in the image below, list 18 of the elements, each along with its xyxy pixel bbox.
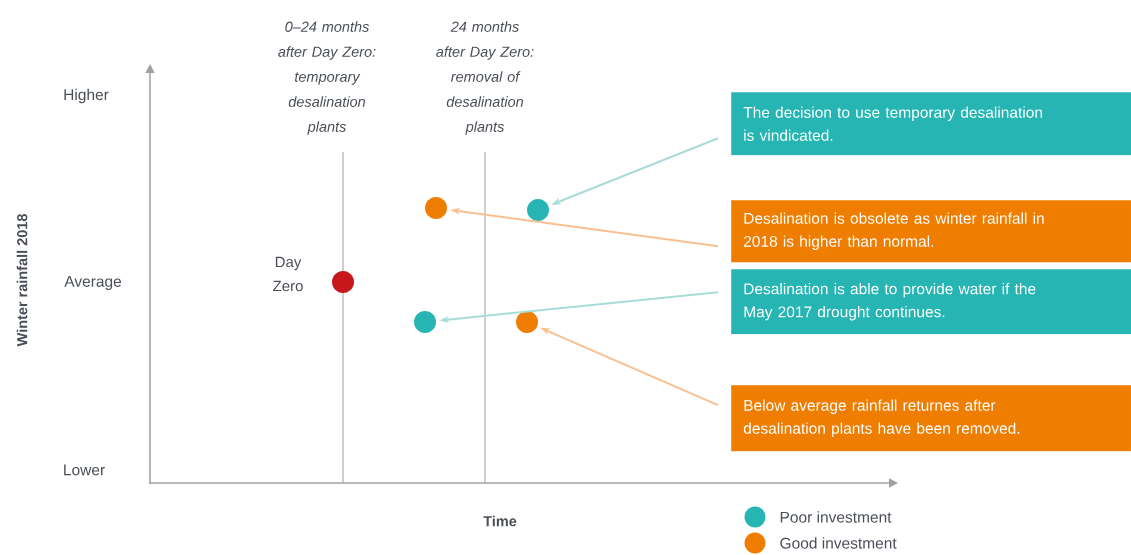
- tick-label: Higher: [64, 88, 109, 104]
- legend-label: Good investment: [780, 537, 897, 549]
- dot: [516, 311, 538, 333]
- tick-label: Lower: [64, 464, 105, 476]
- callout-box: Below average rainfall returnes after desalination plants have been removed.: [731, 385, 1131, 452]
- dot-label: Day Zero: [273, 256, 303, 292]
- period-label: 24 months after Day Zero: removal of desalination plants: [436, 21, 534, 135]
- callout-box: The decision to use temporary desalination is vindicated.: [731, 92, 1131, 156]
- axis-title: Winter rainfall 2018: [16, 214, 28, 347]
- callout-box: Desalination is obsolete as winter rainfall in 2018 is higher than normal.: [731, 200, 1131, 263]
- axis-title: Time: [483, 515, 517, 527]
- dot: [527, 199, 549, 221]
- callout-box: Desalination is able to provide water if the May 2017 drought continues.: [731, 269, 1131, 335]
- dot: [414, 311, 436, 333]
- period-label: 0–24 months after Day Zero: temporary desalination plants: [278, 21, 376, 135]
- dot: [425, 197, 447, 219]
- legend-label: Poor investment: [780, 511, 892, 523]
- tick-label: Average: [64, 276, 122, 290]
